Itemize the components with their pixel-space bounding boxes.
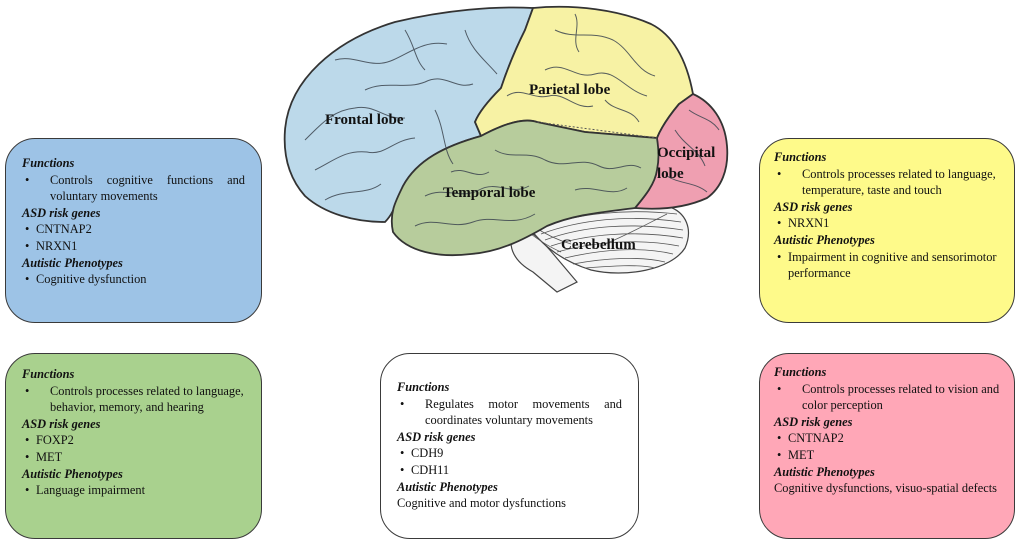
gene-item: CDH11 xyxy=(397,462,622,479)
occipital-lobe-label-line1: Occipital xyxy=(657,145,715,161)
functions-heading: Functions xyxy=(22,156,75,170)
parietal-lobe-info-box: Functions Controls processes related to … xyxy=(759,138,1015,323)
cerebellum-label: Cerebellum xyxy=(561,237,636,253)
function-item: Controls cognitive functions and volunta… xyxy=(22,172,245,205)
phenotypes-heading: Autistic Phenotypes xyxy=(774,464,875,479)
phenotypes-heading: Autistic Phenotypes xyxy=(774,232,875,247)
genes-heading: ASD risk genes xyxy=(397,429,476,444)
phenotype-text: Cognitive and motor dysfunctions xyxy=(397,496,566,511)
functions-heading: Functions xyxy=(774,150,827,164)
function-item: Controls processes related to language, … xyxy=(22,383,245,416)
function-item: Controls processes related to language, … xyxy=(774,166,1000,199)
phenotypes-heading: Autistic Phenotypes xyxy=(397,479,498,494)
cerebellum-info-box: Functions Regulates motor movements and … xyxy=(380,353,639,539)
gene-item: NRXN1 xyxy=(22,238,245,255)
parietal-temporal-boundary xyxy=(536,121,658,139)
gene-item: MET xyxy=(22,449,245,466)
frontal-lobe-info-box: Functions Controls cognitive functions a… xyxy=(5,138,262,323)
function-item: Controls processes related to vision and… xyxy=(774,381,1000,414)
gene-item: CDH9 xyxy=(397,445,622,462)
genes-heading: ASD risk genes xyxy=(774,199,853,214)
phenotype-item: Language impairment xyxy=(22,482,245,499)
gene-item: FOXP2 xyxy=(22,432,245,449)
brainstem-shape xyxy=(510,229,578,293)
genes-heading: ASD risk genes xyxy=(22,205,101,220)
functions-heading: Functions xyxy=(22,367,75,381)
gene-item: CNTNAP2 xyxy=(22,221,245,238)
gene-item: NRXN1 xyxy=(774,215,1000,232)
functions-heading: Functions xyxy=(397,380,450,394)
gyri-lines xyxy=(304,13,720,227)
functions-heading: Functions xyxy=(774,365,827,379)
phenotype-item: Impairment in cognitive and sensorimotor… xyxy=(774,249,1000,282)
function-item: Regulates motor movements and coordinate… xyxy=(397,396,622,429)
parietal-lobe-label: Parietal lobe xyxy=(529,82,611,98)
gene-item: CNTNAP2 xyxy=(774,430,1000,447)
phenotypes-heading: Autistic Phenotypes xyxy=(22,255,123,270)
temporal-lobe-info-box: Functions Controls processes related to … xyxy=(5,353,262,539)
cerebellum-region xyxy=(510,202,689,293)
brain-illustration: Frontal lobe Parietal lobe Temporal lobe… xyxy=(283,5,729,293)
phenotype-text: Cognitive dysfunctions, visuo-spatial de… xyxy=(774,481,997,496)
temporal-lobe-label: Temporal lobe xyxy=(443,185,536,201)
occipital-lobe-info-box: Functions Controls processes related to … xyxy=(759,353,1015,539)
genes-heading: ASD risk genes xyxy=(22,416,101,431)
occipital-lobe-label-line2: lobe xyxy=(657,166,684,182)
frontal-lobe-label: Frontal lobe xyxy=(325,112,404,128)
genes-heading: ASD risk genes xyxy=(774,414,853,429)
gene-item: MET xyxy=(774,447,1000,464)
phenotypes-heading: Autistic Phenotypes xyxy=(22,466,123,481)
phenotype-item: Cognitive dysfunction xyxy=(22,271,245,288)
